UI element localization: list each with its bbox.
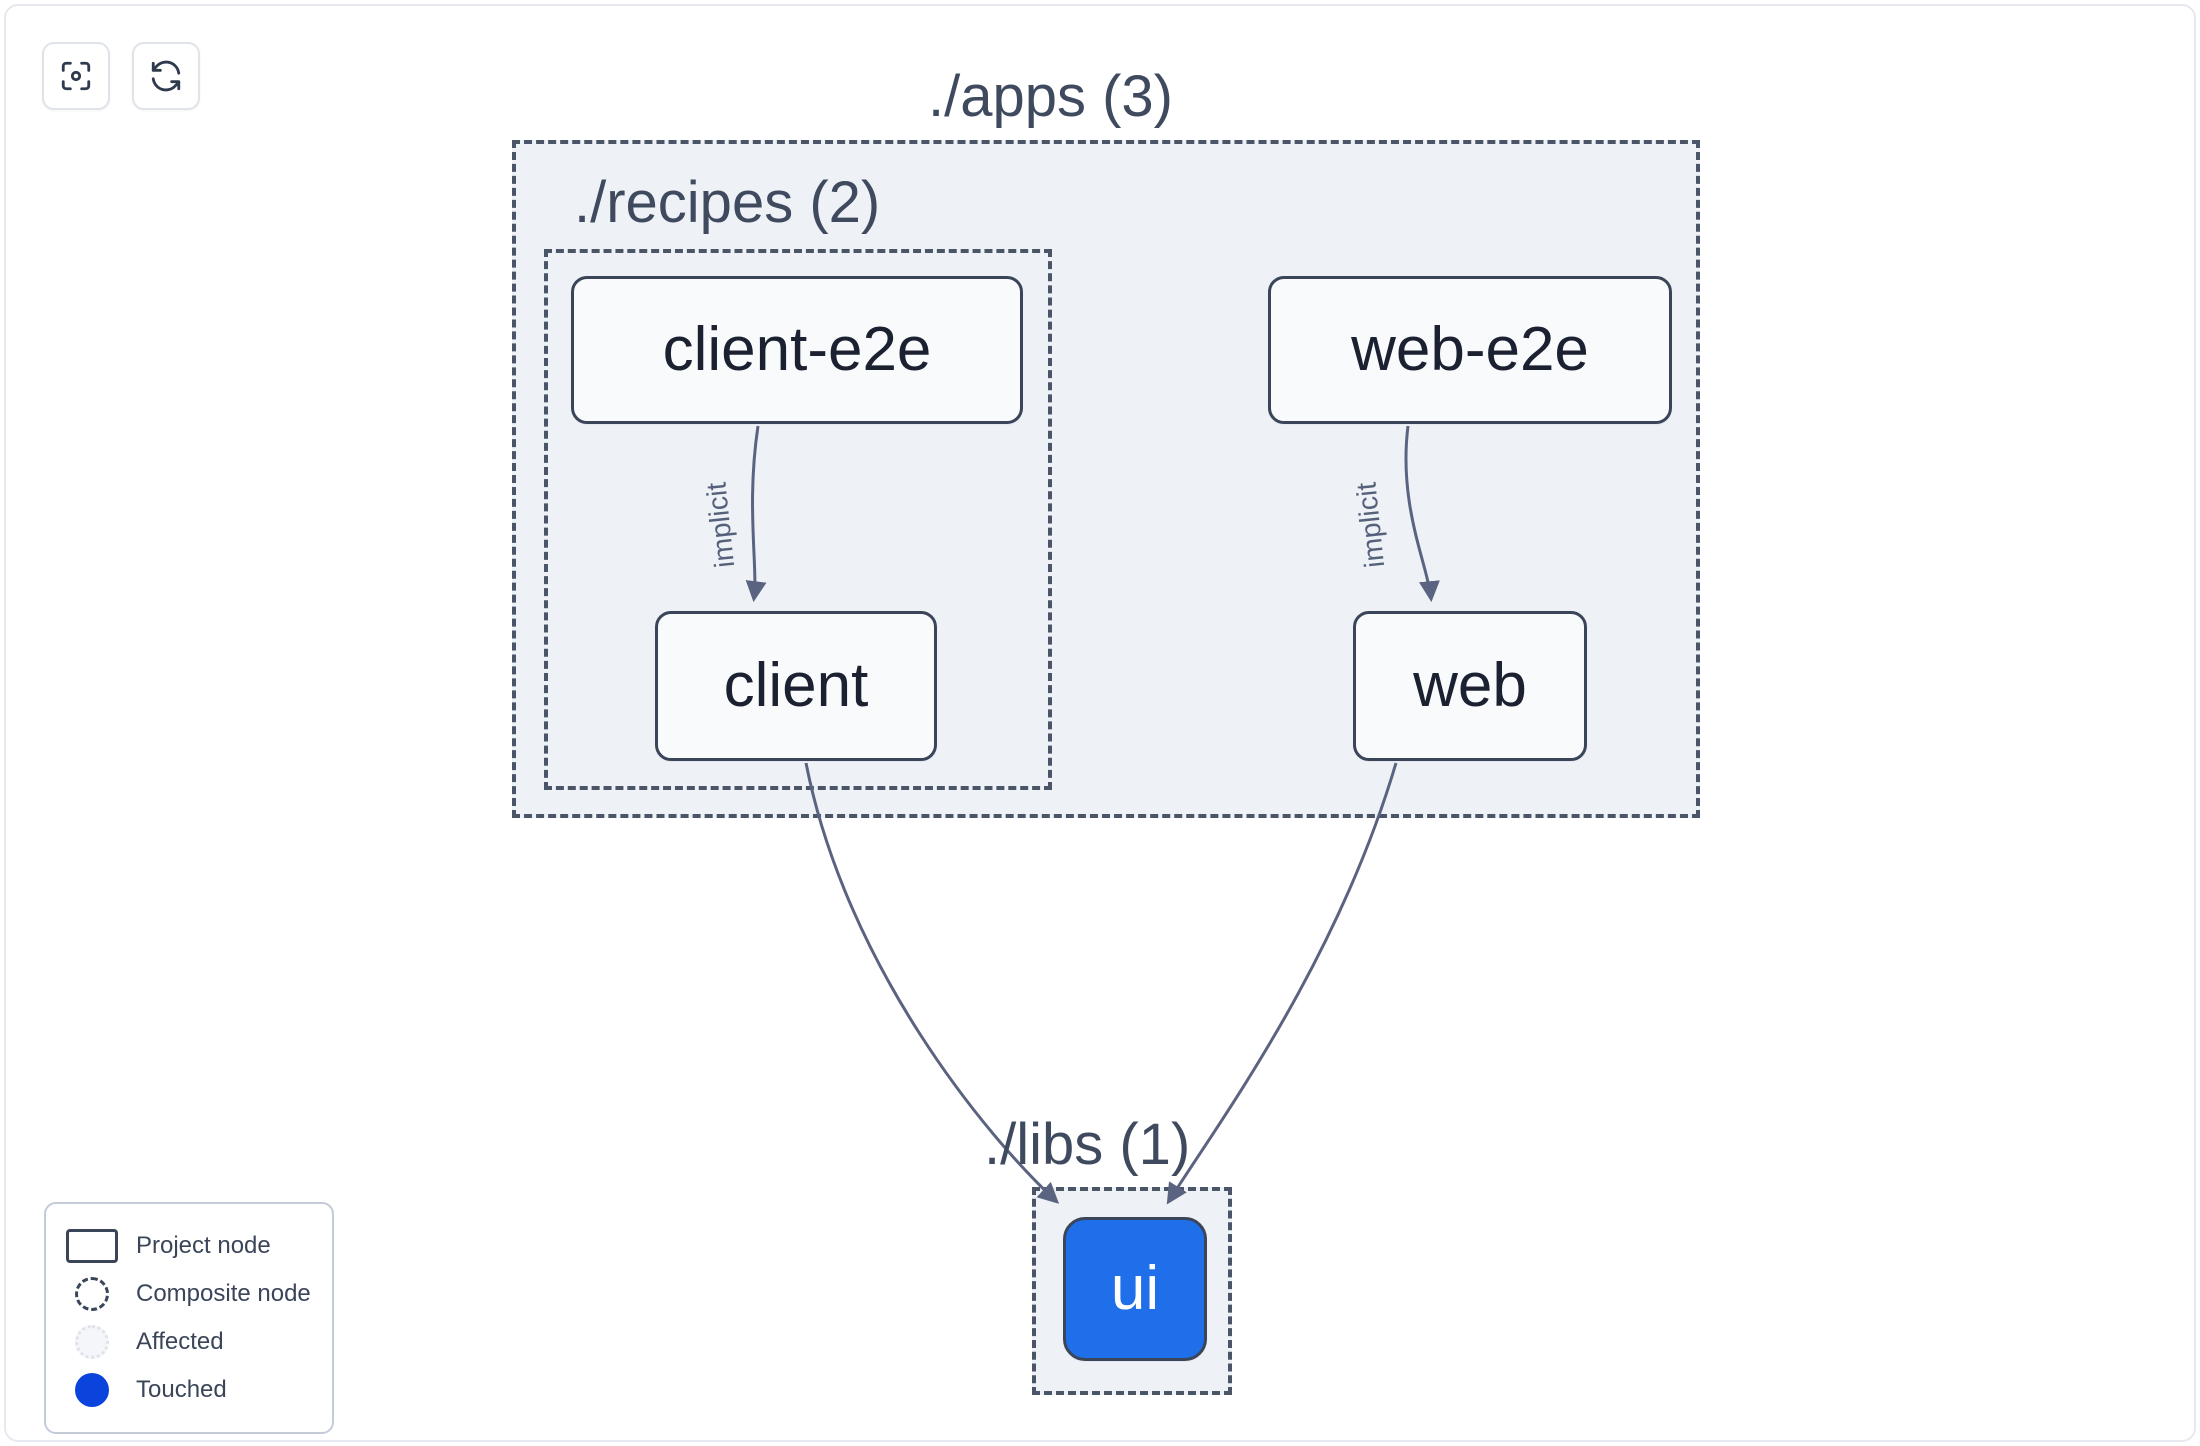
- project-node-label: client: [723, 651, 869, 720]
- composite-node-swatch-icon: [66, 1277, 118, 1311]
- edge-web-to-ui: [1166, 762, 1398, 1205]
- affected-node-swatch-icon: [66, 1325, 118, 1359]
- legend-label: Touched: [136, 1376, 227, 1403]
- project-node-web-e2e[interactable]: web-e2e: [1268, 276, 1672, 424]
- legend-label: Affected: [136, 1328, 224, 1355]
- refresh-icon: [149, 59, 183, 93]
- project-node-web[interactable]: web: [1353, 611, 1587, 761]
- group-label-libs: ./libs (1): [984, 1112, 1191, 1177]
- project-node-label: ui: [1110, 1254, 1160, 1323]
- group-label-apps: ./apps (3): [928, 64, 1173, 129]
- legend-label: Composite node: [136, 1280, 311, 1307]
- project-node-label: web: [1413, 651, 1527, 720]
- graph-toolbar: [42, 42, 200, 110]
- project-node-swatch-icon: [66, 1229, 118, 1263]
- legend-item-composite: Composite node: [66, 1270, 312, 1318]
- focus-graph-button[interactable]: [42, 42, 110, 110]
- legend-item-affected: Affected: [66, 1318, 312, 1366]
- project-node-label: web-e2e: [1351, 315, 1589, 384]
- project-node-ui[interactable]: ui: [1063, 1217, 1207, 1361]
- touched-node-swatch-icon: [66, 1373, 118, 1407]
- project-node-label: client-e2e: [662, 315, 932, 384]
- group-label-recipes: ./recipes (2): [574, 170, 881, 235]
- legend-item-touched: Touched: [66, 1366, 312, 1414]
- graph-canvas[interactable]: ./apps (3) ./recipes (2) ./libs (1) impl…: [6, 6, 2194, 1440]
- graph-legend: Project node Composite node Affected Tou…: [44, 1202, 334, 1434]
- refresh-graph-button[interactable]: [132, 42, 200, 110]
- focus-target-icon: [59, 59, 93, 93]
- project-graph-app: ./apps (3) ./recipes (2) ./libs (1) impl…: [4, 4, 2196, 1442]
- project-node-client-e2e[interactable]: client-e2e: [571, 276, 1023, 424]
- legend-label: Project node: [136, 1232, 271, 1259]
- legend-item-project: Project node: [66, 1222, 312, 1270]
- project-node-client[interactable]: client: [655, 611, 937, 761]
